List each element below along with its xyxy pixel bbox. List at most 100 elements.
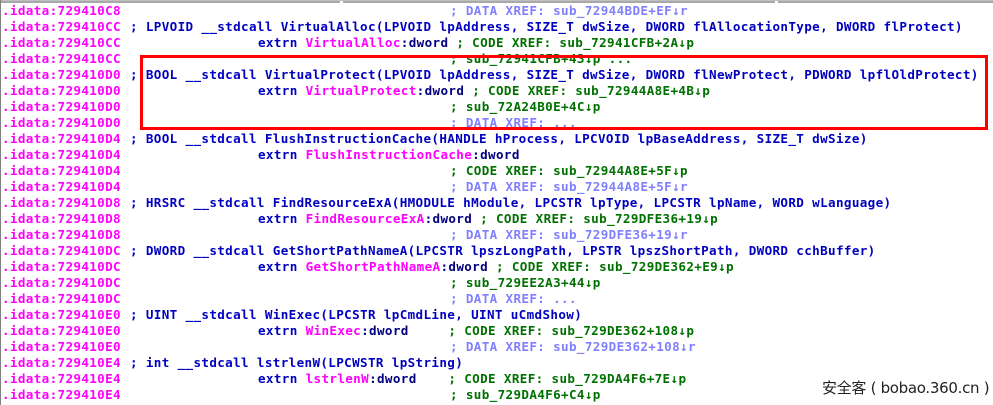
code-xref-comment[interactable]: ; CODE XREF: sub_729DA4F6+7E — [448, 371, 671, 386]
line-address[interactable]: .idata:729410D0 — [2, 67, 121, 82]
function-prototype-comment: ; int __stdcall lstrlenW(LPCWSTR lpStrin… — [130, 355, 464, 370]
import-name[interactable]: VirtualAlloc — [305, 35, 401, 50]
type-suffix: :dword — [416, 83, 465, 98]
code-xref-comment[interactable]: ; CODE XREF: sub_72944A8E+4B — [472, 83, 695, 98]
data-xref-comment[interactable]: ; DATA XREF: ... — [450, 115, 577, 130]
type-suffix: :dword — [369, 371, 417, 386]
line-address[interactable]: .idata:729410D8 — [2, 211, 121, 226]
import-name[interactable]: FlushInstructionCache — [305, 147, 473, 162]
padding — [464, 83, 472, 98]
divider-segment — [778, 1, 993, 3]
type-suffix: :dword — [424, 211, 473, 226]
padding — [409, 323, 449, 338]
xref-type: p — [710, 211, 719, 226]
extrn-keyword: extrn — [258, 259, 306, 274]
line-address[interactable]: .idata:729410E4 — [2, 355, 121, 370]
code-xref-comment[interactable]: ; CODE XREF: sub_729DE362+108 — [448, 323, 679, 338]
code-xref-comment[interactable]: ; CODE XREF: sub_72941CFB+2A — [456, 35, 679, 50]
function-prototype-comment: ; BOOL __stdcall FlushInstructionCache(H… — [130, 131, 868, 146]
extrn-keyword: extrn — [258, 371, 306, 386]
type-suffix: :dword — [472, 147, 520, 162]
extrn-keyword: extrn — [258, 35, 306, 50]
data-xref-comment[interactable]: ; DATA XREF: sub_729DE362+108 — [450, 339, 681, 354]
line-address[interactable]: .idata:729410D8 — [2, 195, 121, 210]
code-xref-comment[interactable]: ; sub_729EE2A3+44 — [450, 275, 585, 290]
line-address[interactable]: .idata:729410DC — [2, 291, 121, 306]
line-address[interactable]: .idata:729410C8 — [2, 3, 121, 18]
xref-type: r — [680, 3, 688, 18]
line-address[interactable]: .idata:729410D0 — [2, 115, 121, 130]
data-xref-comment[interactable]: ; DATA XREF: sub_72944A8E+5F — [450, 179, 673, 194]
type-suffix: :dword — [440, 259, 489, 274]
xref-down-arrow-icon: ↓ — [678, 323, 687, 338]
pane-left-edge — [0, 0, 1, 405]
padding — [472, 211, 480, 226]
xref-type: p — [702, 83, 711, 98]
import-name[interactable]: GetShortPathNameA — [305, 259, 441, 274]
xref-type: p — [680, 163, 688, 178]
code-xref-comment[interactable]: ; sub_72941CFB+43 — [450, 51, 585, 66]
code-xref-comment[interactable]: ; CODE XREF: sub_72944A8E+5F — [450, 163, 673, 178]
line-address[interactable]: .idata:729410DC — [2, 275, 121, 290]
line-address[interactable]: .idata:729410E4 — [2, 371, 121, 386]
padding — [417, 371, 449, 386]
xref-type: p ... — [592, 51, 633, 66]
line-address[interactable]: .idata:729410CC — [2, 19, 121, 34]
line-address[interactable]: .idata:729410D8 — [2, 227, 121, 242]
extrn-keyword: extrn — [258, 147, 306, 162]
line-address[interactable]: .idata:729410D4 — [2, 163, 121, 178]
function-prototype-comment: ; HRSRC __stdcall FindResourceExA(HMODUL… — [130, 195, 892, 210]
xref-type: p — [686, 35, 695, 50]
function-prototype-comment: ; BOOL __stdcall VirtualProtect(LPVOID l… — [130, 67, 979, 82]
xref-type: r — [680, 179, 688, 194]
line-address[interactable]: .idata:729410E0 — [2, 323, 121, 338]
top-pane-divider — [0, 0, 993, 4]
line-address[interactable]: .idata:729410D0 — [2, 99, 121, 114]
divider-segment — [343, 1, 775, 3]
xref-down-arrow-icon: ↓ — [702, 211, 711, 226]
line-address[interactable]: .idata:729410D4 — [2, 179, 121, 194]
line-address[interactable]: .idata:729410D4 — [2, 131, 121, 146]
import-name[interactable]: WinExec — [305, 323, 362, 338]
xref-down-arrow-icon: ↓ — [672, 179, 681, 194]
line-address[interactable]: .idata:729410CC — [2, 51, 121, 66]
line-address[interactable]: .idata:729410D4 — [2, 147, 121, 162]
line-address[interactable]: .idata:729410E0 — [2, 339, 121, 354]
code-xref-comment[interactable]: ; sub_72A24B0E+4C — [450, 99, 585, 114]
xref-type: p — [726, 259, 734, 274]
xref-down-arrow-icon: ↓ — [672, 3, 681, 18]
xref-down-arrow-icon: ↓ — [584, 99, 593, 114]
code-xref-comment[interactable]: ; sub_729DA4F6+C4 — [450, 387, 585, 402]
xref-type: p — [592, 99, 601, 114]
xref-type: p — [592, 275, 601, 290]
xref-down-arrow-icon: ↓ — [694, 83, 703, 98]
line-address[interactable]: .idata:729410D0 — [2, 83, 121, 98]
xref-down-arrow-icon: ↓ — [680, 339, 688, 354]
xref-down-arrow-icon: ↓ — [670, 371, 679, 386]
extrn-keyword: extrn — [258, 211, 306, 226]
line-address[interactable]: .idata:729410CC — [2, 35, 121, 50]
import-name[interactable]: VirtualProtect — [305, 83, 417, 98]
xref-type: r — [680, 227, 688, 242]
type-suffix: :dword — [361, 323, 409, 338]
padding — [488, 259, 496, 274]
import-name[interactable]: lstrlenW — [305, 371, 370, 386]
extrn-keyword: extrn — [258, 323, 306, 338]
line-address[interactable]: .idata:729410E4 — [2, 387, 121, 402]
data-xref-comment[interactable]: ; DATA XREF: sub_729DFE36+19 — [450, 227, 673, 242]
type-suffix: :dword — [400, 35, 449, 50]
code-xref-comment[interactable]: ; CODE XREF: sub_729DE362+E9 — [495, 259, 719, 274]
data-xref-comment[interactable]: ; DATA XREF: ... — [450, 291, 577, 306]
function-prototype-comment: ; DWORD __stdcall GetShortPathNameA(LPCS… — [130, 243, 876, 258]
line-address[interactable]: .idata:729410E0 — [2, 307, 121, 322]
line-address[interactable]: .idata:729410DC — [2, 243, 121, 258]
code-xref-comment[interactable]: ; CODE XREF: sub_729DFE36+19 — [480, 211, 703, 226]
xref-type: r — [687, 339, 696, 354]
data-xref-comment[interactable]: ; DATA XREF: sub_72944BDE+EF — [450, 3, 673, 18]
xref-down-arrow-icon: ↓ — [584, 387, 593, 402]
line-address[interactable]: .idata:729410DC — [2, 259, 121, 274]
function-prototype-comment: ; LPVOID __stdcall VirtualAlloc(LPVOID l… — [130, 19, 963, 34]
import-name[interactable]: FindResourceExA — [305, 211, 425, 226]
divider-segment — [0, 1, 340, 3]
xref-down-arrow-icon: ↓ — [672, 163, 681, 178]
